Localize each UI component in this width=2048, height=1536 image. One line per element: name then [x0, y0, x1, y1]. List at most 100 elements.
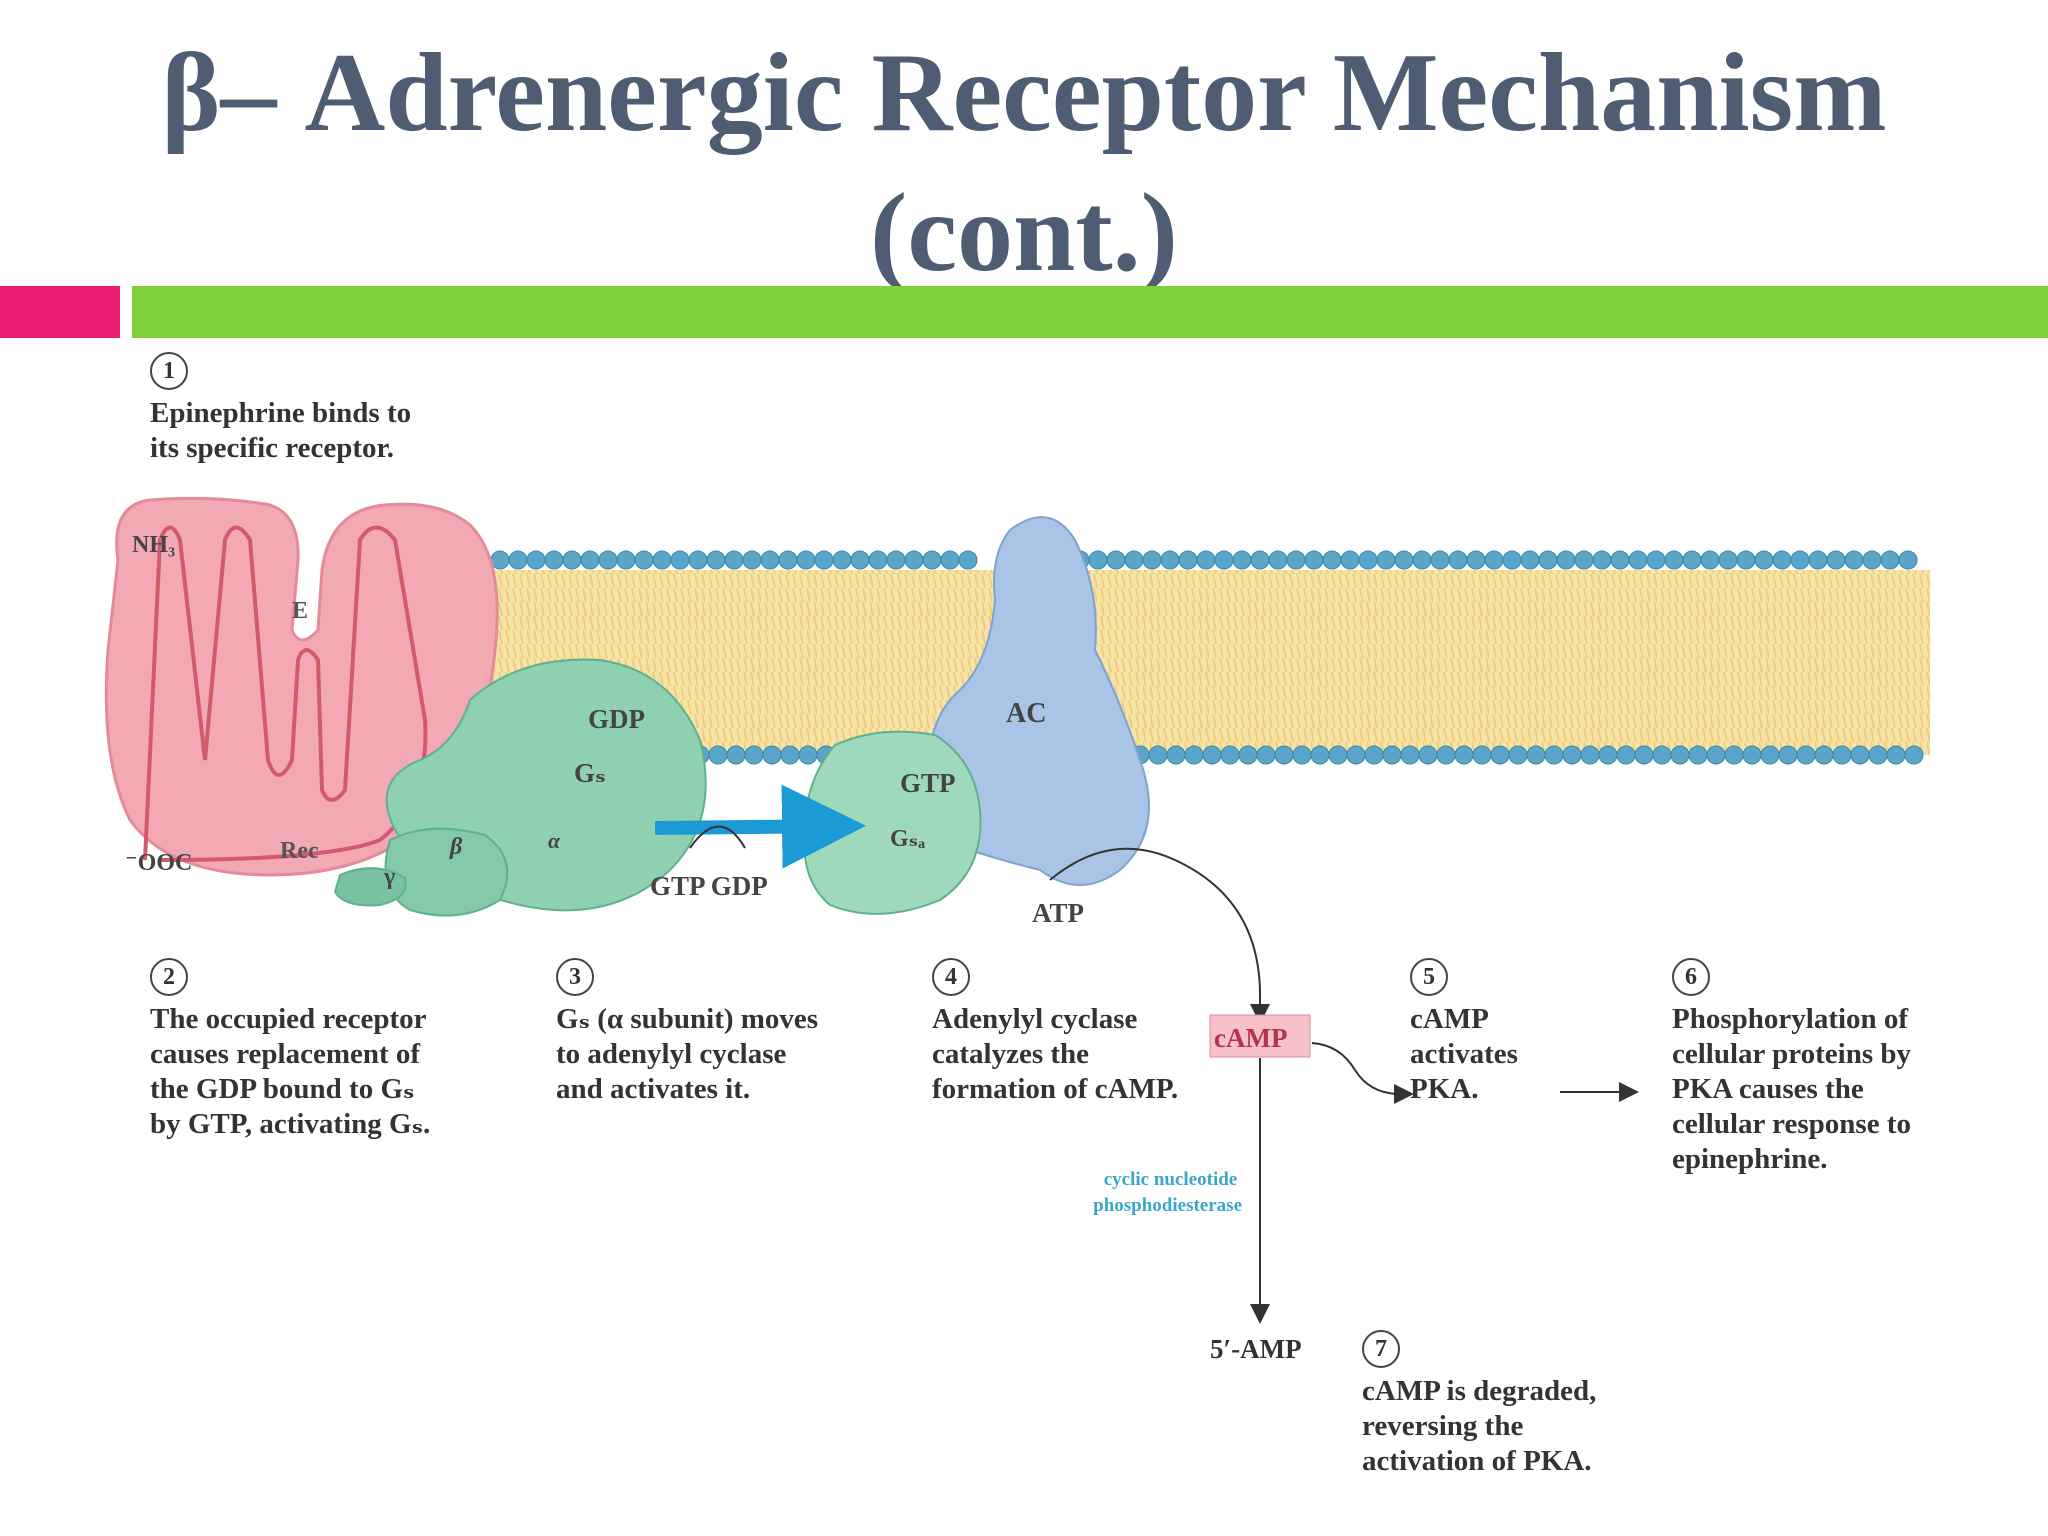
gtp-label: GTP	[900, 768, 956, 798]
cell-membrane	[490, 550, 1930, 765]
step-4-number: 4	[932, 958, 970, 996]
phospholipid-head	[780, 745, 800, 765]
phospholipid-head	[1268, 550, 1288, 570]
phospholipid-head	[1286, 550, 1306, 570]
phospholipid-head	[1814, 745, 1834, 765]
phospholipid-head	[1472, 745, 1492, 765]
phospholipid-head	[958, 550, 978, 570]
step-2: 2 The occupied receptor causes replaceme…	[150, 958, 430, 1142]
step-7-number: 7	[1362, 1330, 1400, 1368]
beta-label: β	[449, 834, 463, 860]
phospholipid-head	[1574, 550, 1594, 570]
phospholipid-head	[1160, 550, 1180, 570]
gsa-transfer-arrow	[654, 784, 866, 869]
alpha-label: α	[548, 828, 561, 853]
phospholipid-head	[688, 550, 708, 570]
phospholipid-head	[1340, 550, 1360, 570]
ac-shape	[928, 516, 1150, 886]
phospholipid-head	[1292, 745, 1312, 765]
phospholipid-head	[1598, 745, 1618, 765]
phospholipid-head	[1436, 745, 1456, 765]
phospholipid-head	[940, 550, 960, 570]
phospholipid-head	[726, 745, 746, 765]
phospholipid-head	[1346, 745, 1366, 765]
phospholipid-head	[1304, 550, 1324, 570]
phospholipid-head	[1256, 745, 1276, 765]
camp-box	[1209, 1014, 1311, 1058]
step-5-number: 5	[1410, 958, 1448, 996]
phospholipid-head	[1238, 745, 1258, 765]
atp-to-camp-arrow	[1049, 847, 1270, 1024]
phospholipid-head	[1142, 550, 1162, 570]
phospholipid-head	[1790, 550, 1810, 570]
camp-to-pka-arrow	[1311, 1042, 1414, 1104]
phospholipid-head	[886, 550, 906, 570]
gamma-label: γ	[383, 864, 395, 890]
membrane-heads-bottom	[690, 745, 1924, 765]
phospholipid-head	[1394, 550, 1414, 570]
phospholipid-head	[1544, 745, 1564, 765]
phospholipid-head	[598, 550, 618, 570]
phospholipid-head	[1706, 745, 1726, 765]
phospholipid-head	[1430, 550, 1450, 570]
phospholipid-head	[1196, 550, 1216, 570]
phospholipid-head	[1778, 745, 1798, 765]
step-1-text: Epinephrine binds to its specific recept…	[150, 397, 412, 464]
step-6: 6 Phosphorylation of cellular proteins b…	[1672, 958, 1911, 1177]
step-6-number: 6	[1672, 958, 1710, 996]
phospholipid-head	[724, 550, 744, 570]
step-1-number: 1	[150, 352, 188, 390]
step-2-number: 2	[150, 958, 188, 996]
phospholipid-head	[1826, 550, 1846, 570]
phospholipid-head	[1526, 745, 1546, 765]
phospholipid-head	[1670, 745, 1690, 765]
phospholipid-head	[526, 550, 546, 570]
phospholipid-head	[634, 550, 654, 570]
phospholipid-head	[1832, 745, 1852, 765]
phospholipid-head	[670, 550, 690, 570]
phospholipid-head	[1652, 745, 1672, 765]
phospholipid-head	[562, 550, 582, 570]
phospholipid-head	[1898, 550, 1918, 570]
slide-title-line-1: β– Adrenergic Receptor Mechanism	[161, 31, 1887, 155]
phospholipid-head	[778, 550, 798, 570]
lipid-bilayer	[490, 570, 1930, 755]
phospholipid-head	[1808, 550, 1828, 570]
cooh-label: ⁻OOC	[125, 850, 192, 876]
phospholipid-head	[1736, 550, 1756, 570]
phospholipid-head	[1646, 550, 1666, 570]
phospholipid-head	[1724, 745, 1744, 765]
camp-label: cAMP	[1214, 1023, 1287, 1053]
phospholipid-head	[1364, 745, 1384, 765]
phospholipid-head	[1796, 745, 1816, 765]
phospholipid-head	[1688, 745, 1708, 765]
phospholipid-head	[744, 745, 764, 765]
green-accent-bar	[132, 286, 2048, 338]
phospholipid-head	[1490, 745, 1510, 765]
phospholipid-head	[922, 550, 942, 570]
phospholipid-head	[1502, 550, 1522, 570]
step-3-number: 3	[556, 958, 594, 996]
phospholipid-head	[904, 550, 924, 570]
phospholipid-head	[1616, 745, 1636, 765]
pink-accent-bar	[0, 286, 120, 338]
phospholipid-head	[1400, 745, 1420, 765]
phospholipid-head	[708, 745, 728, 765]
phospholipid-head	[1634, 745, 1654, 765]
phospholipid-head	[1868, 745, 1888, 765]
phospholipid-head	[814, 550, 834, 570]
phospholipid-head	[1580, 745, 1600, 765]
phospholipid-head	[1880, 550, 1900, 570]
phospholipid-head	[1772, 550, 1792, 570]
phospholipid-head	[1886, 745, 1906, 765]
rec-label: Rec	[280, 838, 319, 864]
phospholipid-head	[742, 550, 762, 570]
phospholipid-head	[1718, 550, 1738, 570]
phospholipid-head	[1562, 745, 1582, 765]
phospholipid-head	[508, 550, 528, 570]
step-7-text: cAMP is degraded, reversing the activati…	[1362, 1375, 1597, 1477]
phospholipid-head	[616, 550, 636, 570]
step-1: 1 Epinephrine binds to its specific rece…	[150, 352, 411, 466]
phospholipid-head	[1628, 550, 1648, 570]
phospholipid-head	[652, 550, 672, 570]
